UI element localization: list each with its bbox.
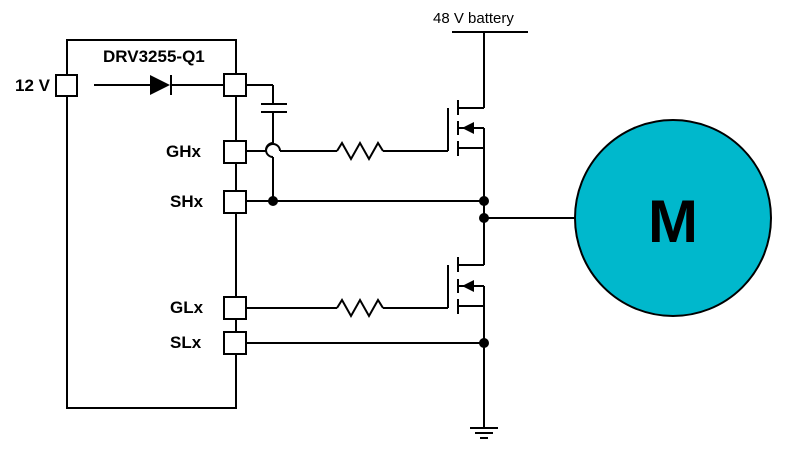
- high-side-mosfet: [447, 100, 485, 201]
- battery-label: 48 V battery: [433, 10, 514, 27]
- supply-label: 12 V: [15, 76, 51, 95]
- pin-shx: [223, 190, 247, 214]
- pin-label-ghx: GHx: [166, 142, 202, 161]
- pin-label-glx: GLx: [170, 298, 204, 317]
- ic-body: [66, 39, 237, 409]
- pin-bootstrap: [223, 73, 247, 97]
- pin-slx: [223, 331, 247, 355]
- pin-ghx: [223, 140, 247, 164]
- ground-symbol: [470, 343, 498, 439]
- pin-label-slx: SLx: [170, 333, 202, 352]
- bootstrap-diode: [94, 75, 224, 95]
- motor: M: [574, 119, 772, 317]
- low-side-mosfet: [447, 257, 485, 343]
- high-gate-resistor: [246, 140, 448, 162]
- ic-part-name: DRV3255-Q1: [103, 47, 205, 66]
- motor-label: M: [648, 188, 698, 255]
- pin-12v: [55, 74, 78, 97]
- low-gate-resistor: [246, 297, 448, 319]
- pin-label-shx: SHx: [170, 192, 204, 211]
- battery-rail: 48 V battery: [433, 10, 528, 108]
- bootstrap-capacitor: [246, 84, 287, 201]
- pin-glx: [223, 296, 247, 320]
- shx-junction-cap: [268, 196, 278, 206]
